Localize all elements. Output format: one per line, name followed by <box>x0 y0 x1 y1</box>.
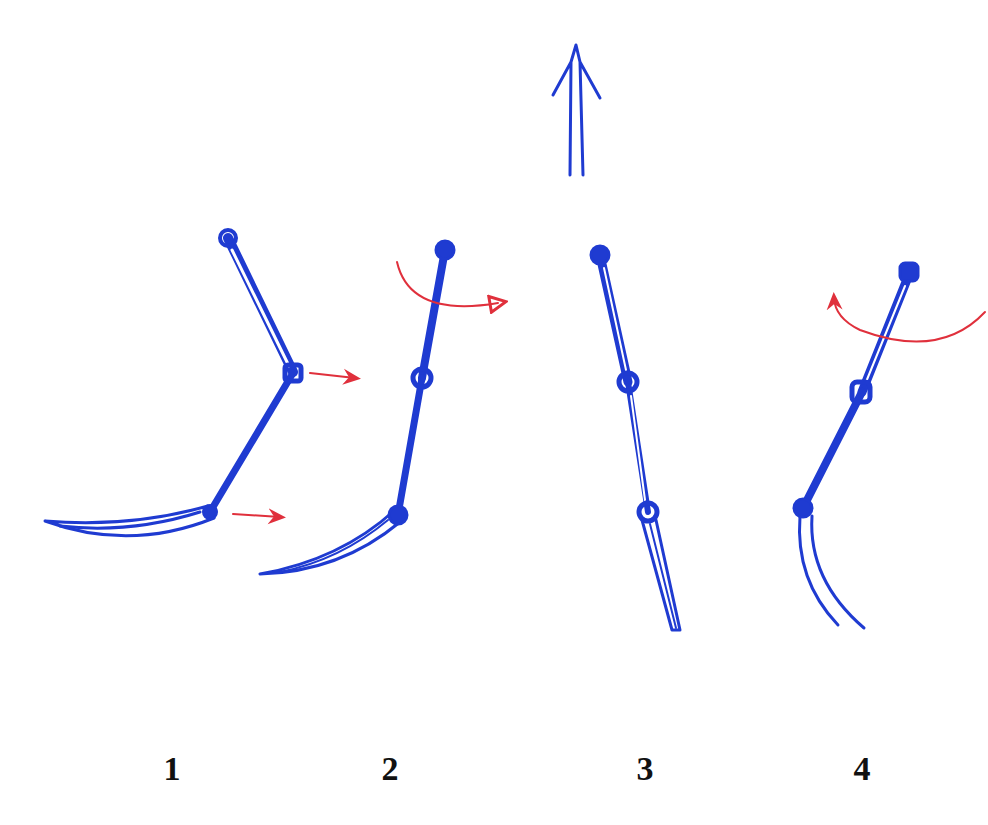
figure-number: 2 <box>382 752 399 786</box>
figure-number: 4 <box>854 752 871 786</box>
figure-number: 3 <box>637 752 654 786</box>
figure-number: 1 <box>164 752 181 786</box>
